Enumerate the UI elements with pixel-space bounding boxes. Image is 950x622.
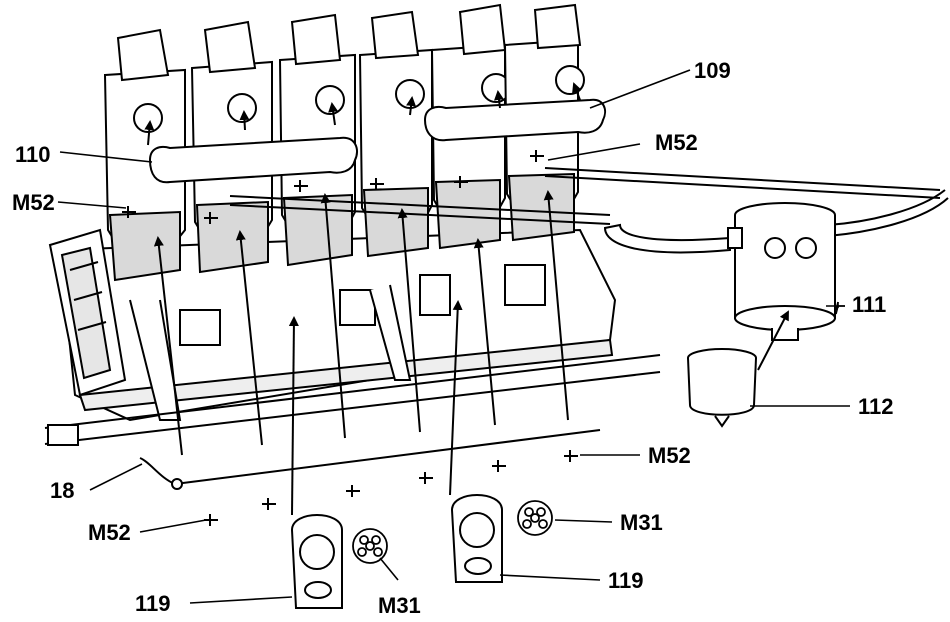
label-111: 111 <box>852 292 886 317</box>
crankcase <box>58 228 617 422</box>
fastener-symbols <box>122 150 578 526</box>
label-109: 109 <box>694 58 731 83</box>
label-m52-bottom: M52 <box>88 520 131 545</box>
label-m31-bottom: M31 <box>378 593 421 618</box>
cylinder-4 <box>358 10 433 258</box>
label-119-right: 119 <box>608 568 644 593</box>
label-112: 112 <box>858 394 894 419</box>
component-119-left <box>290 514 343 609</box>
label-m31-right: M31 <box>620 510 663 535</box>
filter-housing-111 <box>603 189 949 341</box>
label-m52-top-right: M52 <box>655 130 698 155</box>
callout-labels: 109 110 M52 M52 111 112 M52 18 M52 M31 1… <box>12 58 894 618</box>
leader-lines <box>57 69 850 604</box>
manifold-110 <box>148 136 359 184</box>
label-m52-left: M52 <box>12 190 55 215</box>
label-119-bottom: 119 <box>135 591 171 616</box>
m31-washer-right <box>517 500 553 536</box>
connecting-pipe <box>229 167 941 225</box>
manifold-109 <box>423 98 607 142</box>
m31-washer-left <box>352 528 388 564</box>
label-110: 110 <box>15 142 51 167</box>
assembly-arrows <box>144 82 789 516</box>
gear-housing <box>48 228 127 397</box>
component-119-right <box>450 494 503 583</box>
filter-bowl-112 <box>687 348 757 428</box>
oil-line <box>139 429 601 490</box>
label-18: 18 <box>50 478 74 503</box>
label-m52-right: M52 <box>648 443 691 468</box>
lower-rail <box>44 354 661 446</box>
